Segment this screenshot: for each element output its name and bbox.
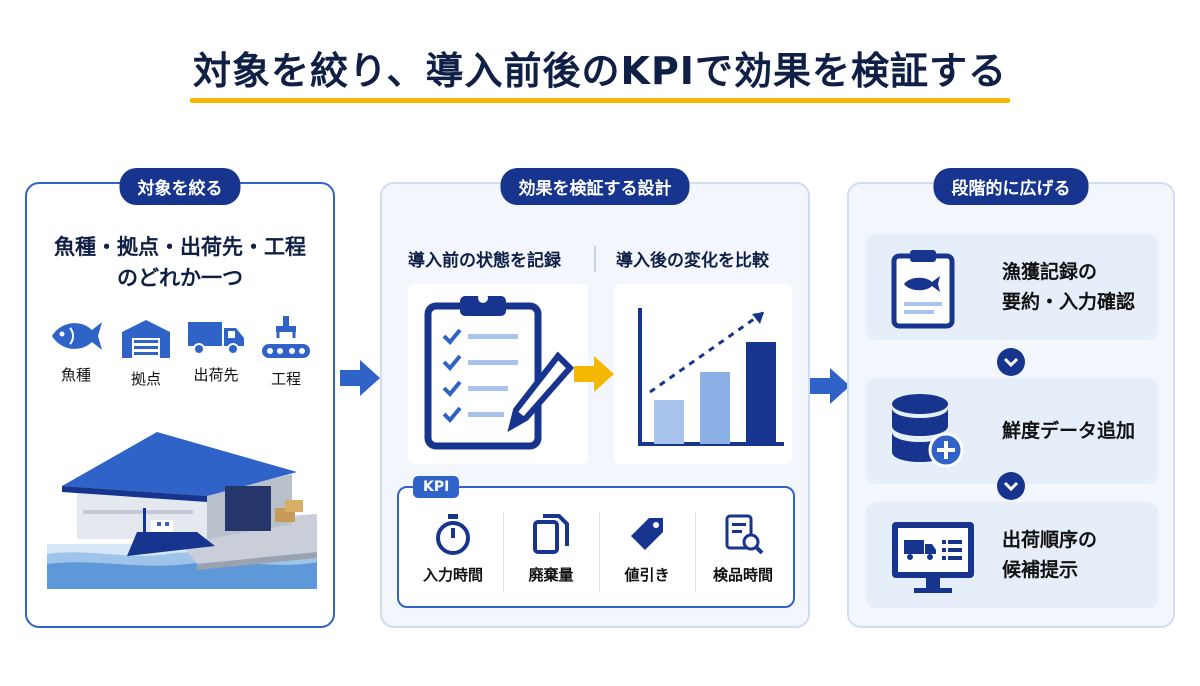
after-card (614, 284, 792, 464)
panel-verification-pill: 効果を検証する設計 (500, 168, 690, 205)
kpi-tag: KPI (413, 476, 460, 498)
kpi-separator (599, 512, 600, 592)
step-3-line1: 出荷順序の (1002, 529, 1098, 551)
checklist-magnifier-icon (725, 514, 764, 555)
warehouse-icon (122, 320, 170, 358)
target-fish: 魚種 (41, 316, 111, 385)
before-card (408, 284, 588, 464)
warehouse-harbor-illustration (47, 432, 317, 589)
after-heading: 導入後の変化を比較 (616, 251, 769, 271)
heading-divider (594, 246, 596, 272)
step-1-line1: 漁獲記録の (1002, 261, 1098, 283)
target-icon-row: 魚種 拠点 出荷先 (41, 316, 321, 396)
panel-target-pill: 対象を絞る (119, 168, 241, 205)
kpi-waste-label: 廃棄量 (528, 566, 574, 584)
kpi-separator (695, 512, 696, 592)
target-base: 拠点 (111, 316, 181, 389)
truck-icon (188, 322, 244, 355)
kpi-waste: 廃棄量 (505, 512, 597, 585)
conveyor-icon (262, 316, 310, 358)
price-tag-icon (631, 518, 663, 550)
chevron-down-icon (997, 348, 1025, 376)
clipboard-fish-icon (891, 250, 955, 329)
target-destination-label: 出荷先 (193, 366, 239, 384)
flow-arrow-2-icon (810, 368, 850, 404)
title-underline (190, 98, 1010, 103)
stopwatch-icon (436, 514, 470, 555)
kpi-input-time: 入力時間 (407, 512, 499, 585)
target-options-text: 魚種・拠点・出荷先・工程 のどれか一つ (27, 232, 333, 294)
flow-arrow-1-icon (340, 360, 380, 396)
kpi-discount: 値引き (601, 512, 693, 585)
step-freshness-data-text: 鮮度データ追加 (1002, 378, 1135, 484)
fish-icon (52, 322, 102, 350)
target-fish-label: 魚種 (60, 366, 91, 384)
clipboard-checklist-icon (424, 293, 575, 450)
target-options-line2: のどれか一つ (117, 266, 243, 290)
monitor-truck-icon (892, 522, 974, 593)
step-shipping-order: 出荷順序の候補提示 (866, 502, 1158, 608)
target-process-label: 工程 (270, 370, 301, 388)
kpi-separator (503, 512, 504, 592)
step-2-line1: 鮮度データ追加 (1002, 420, 1136, 442)
step-3-line2: 候補提示 (1002, 559, 1079, 581)
step-freshness-data: 鮮度データ追加 (866, 378, 1158, 484)
panel-verification: 効果を検証する設計 導入前の状態を記録 導入後の変化を比較 (380, 168, 810, 628)
before-heading: 導入前の状態を記録 (408, 251, 561, 271)
kpi-box: KPI 入力時間 廃棄量 値引き (397, 476, 795, 608)
step-1-line2: 要約・入力確認 (1002, 291, 1136, 313)
panel-target: 対象を絞る 魚種・拠点・出荷先・工程 のどれか一つ 魚種 拠点 (25, 168, 335, 628)
before-after-arrow-icon (574, 356, 614, 392)
step-shipping-order-text: 出荷順序の候補提示 (1002, 502, 1097, 608)
kpi-input-time-label: 入力時間 (422, 566, 483, 584)
kpi-inspection-time: 検品時間 (697, 512, 789, 585)
target-destination: 出荷先 (181, 316, 251, 385)
panel-expansion-pill: 段階的に広げる (933, 168, 1089, 205)
target-process: 工程 (251, 316, 321, 389)
target-base-label: 拠点 (130, 370, 161, 388)
kpi-inspection-time-label: 検品時間 (712, 566, 773, 584)
documents-icon (533, 514, 569, 554)
bar-chart-growth-icon (638, 308, 784, 446)
page-title: 対象を絞り、導入前後のKPIで効果を検証する (193, 49, 1007, 93)
step-catch-record-text: 漁獲記録の要約・入力確認 (1002, 234, 1135, 340)
database-add-icon (892, 394, 964, 468)
chevron-down-icon (997, 472, 1025, 500)
kpi-discount-label: 値引き (624, 566, 670, 584)
step-catch-record: 漁獲記録の要約・入力確認 (866, 234, 1158, 340)
panel-expansion: 段階的に広げる 漁獲記録の要約・入力確認 鮮度データ追加 (847, 168, 1175, 628)
target-options-line1: 魚種・拠点・出荷先・工程 (54, 235, 306, 259)
